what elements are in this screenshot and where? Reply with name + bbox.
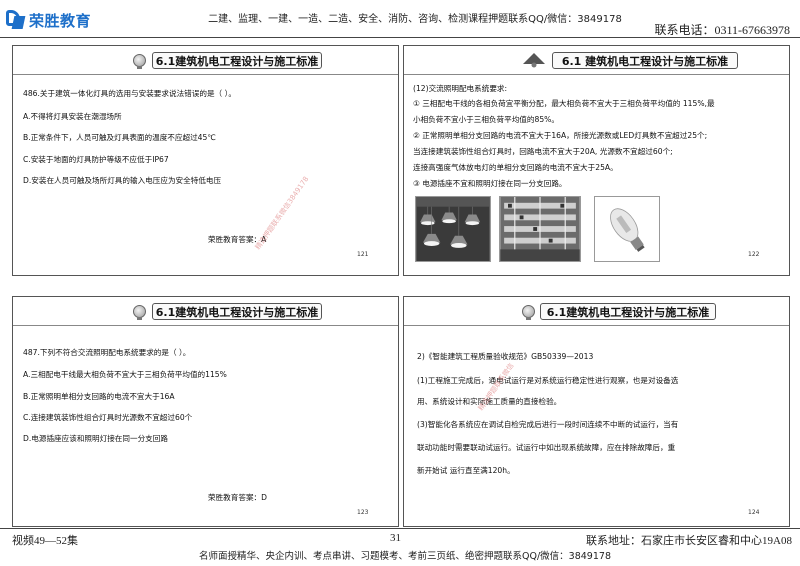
slide-header-rule bbox=[13, 325, 398, 326]
text-line: 用、系统设计和实际施工质量的直接检验。 bbox=[417, 397, 562, 406]
lightbulb-icon bbox=[133, 54, 146, 69]
slide-title: 6.1建筑机电工程设计与施工标准 bbox=[540, 303, 716, 320]
slide-123: 6.1建筑机电工程设计与施工标准 487.下列不符合交流照明配电系统要求的是（ … bbox=[12, 296, 399, 527]
rongsheng-logo: 荣胜教育 bbox=[6, 8, 102, 32]
contact-phone: 联系电话：0311-67663978 bbox=[654, 23, 790, 37]
text-line: (1)工程施工完成后，通电试运行是对系统运行稳定性进行观察，也是对设备选 bbox=[417, 376, 679, 385]
slide-title: 6.1 建筑机电工程设计与施工标准 bbox=[552, 52, 738, 69]
option-b: B.正常条件下，人员可触及灯具表面的温度不应超过45℃ bbox=[23, 133, 216, 142]
option-a: A.不得将灯具安装在潮湿场所 bbox=[23, 112, 122, 121]
hid-bulb-photo bbox=[594, 196, 660, 262]
slide-title: 6.1建筑机电工程设计与施工标准 bbox=[152, 52, 322, 69]
contact-address: 联系地址：石家庄市长安区睿和中心19A08 bbox=[586, 535, 792, 547]
question-text: 486.关于建筑一体化灯具的选用与安装要求说法错误的是（ ）。 bbox=[23, 89, 236, 98]
ceiling-lamps-photo bbox=[415, 196, 491, 262]
video-episodes: 视频49—52集 bbox=[12, 535, 78, 547]
text-line: ① 三相配电干线的各相负荷宜平衡分配，最大相负荷不宜大于三相负荷平均值的 115… bbox=[413, 99, 715, 108]
watermark: 精选押题联系微信3849178 bbox=[253, 175, 311, 252]
slide-page-number: 121 bbox=[357, 251, 369, 258]
text-line: 当连接建筑装饰性组合灯具时，回路电流不宜大于20A, 光源数不宜超过60个; bbox=[413, 147, 673, 156]
slide-121: 6.1建筑机电工程设计与施工标准 486.关于建筑一体化灯具的选用与安装要求说法… bbox=[12, 45, 399, 276]
answer-text: 荣胜教育答案：D bbox=[208, 493, 268, 502]
slide-header-rule bbox=[13, 74, 398, 75]
slide-page-number: 124 bbox=[748, 509, 760, 516]
text-line: 2)《智能建筑工程质量验收规范》GB50339—2013 bbox=[417, 352, 594, 361]
courses-contact-line: 二建、监理、一建、一造、二造、安全、消防、咨询、检测课程押题联系QQ/微信：38… bbox=[208, 14, 622, 25]
distribution-panel-photo bbox=[499, 196, 581, 262]
text-line: 连接高强度气体放电灯的单相分支回路的电流不宜大于25A。 bbox=[413, 163, 618, 172]
footer-divider bbox=[0, 528, 800, 529]
slide-page-number: 123 bbox=[357, 509, 369, 516]
slide-124: 6.1建筑机电工程设计与施工标准 2)《智能建筑工程质量验收规范》GB50339… bbox=[403, 296, 790, 527]
slide-122: 6.1 建筑机电工程设计与施工标准 (12)交流照明配电系统要求: ① 三相配电… bbox=[403, 45, 790, 276]
slide-page-number: 122 bbox=[748, 251, 760, 258]
option-d: D.安装在人员可触及场所灯具的输入电压应为安全特低电压 bbox=[23, 176, 222, 185]
option-d: D.电源插座应该和照明灯接在同一分支回路 bbox=[23, 434, 168, 443]
lamp-icon bbox=[523, 53, 545, 68]
text-line: 联动功能时需要联动试运行。试运行中如出现系统故障，应在排除故障后，重 bbox=[417, 443, 676, 452]
text-line: ③ 电源插座不宜和照明灯接在同一分支回路。 bbox=[413, 179, 567, 188]
option-b: B.正常照明单相分支回路的电流不宜大于16A bbox=[23, 392, 175, 401]
option-a: A.三相配电干线最大相负荷不宜大于三相负荷平均值的115% bbox=[23, 370, 227, 379]
slide-title: 6.1建筑机电工程设计与施工标准 bbox=[152, 303, 322, 320]
text-line: 小相负荷不宜小于三相负荷平均值的85%。 bbox=[413, 115, 559, 124]
slide-header-rule bbox=[404, 74, 789, 75]
text-line: 新开始试 运行直至满120h。 bbox=[417, 466, 515, 475]
answer-text: 荣胜教育答案：A bbox=[208, 235, 267, 244]
page-number: 31 bbox=[390, 532, 401, 544]
text-line: (3)智能化各系统应在调试自检完成后进行一段时间连续不中断的试运行，当有 bbox=[417, 420, 679, 429]
logo-icon bbox=[6, 10, 26, 30]
lightbulb-icon bbox=[522, 305, 535, 320]
header-divider bbox=[0, 37, 800, 38]
option-c: C.安装于地面的灯具防护等级不应低于IP67 bbox=[23, 155, 169, 164]
lightbulb-icon bbox=[133, 305, 146, 320]
option-c: C.连接建筑装饰性组合灯具时光源数不宜超过60个 bbox=[23, 413, 193, 422]
question-text: 487.下列不符合交流照明配电系统要求的是（ ）。 bbox=[23, 348, 191, 357]
slide-header-rule bbox=[404, 325, 789, 326]
text-line: ② 正常照明单相分支回路的电流不宜大于16A，所接光源数或LED灯具数不宜超过2… bbox=[413, 131, 708, 140]
promo-line: 名师面授精华、央企内训、考点串讲、习题模考、考前三页纸、绝密押题联系QQ/微信：… bbox=[199, 551, 611, 562]
logo-text: 荣胜教育 bbox=[29, 11, 92, 30]
text-line: (12)交流照明配电系统要求: bbox=[413, 84, 508, 93]
